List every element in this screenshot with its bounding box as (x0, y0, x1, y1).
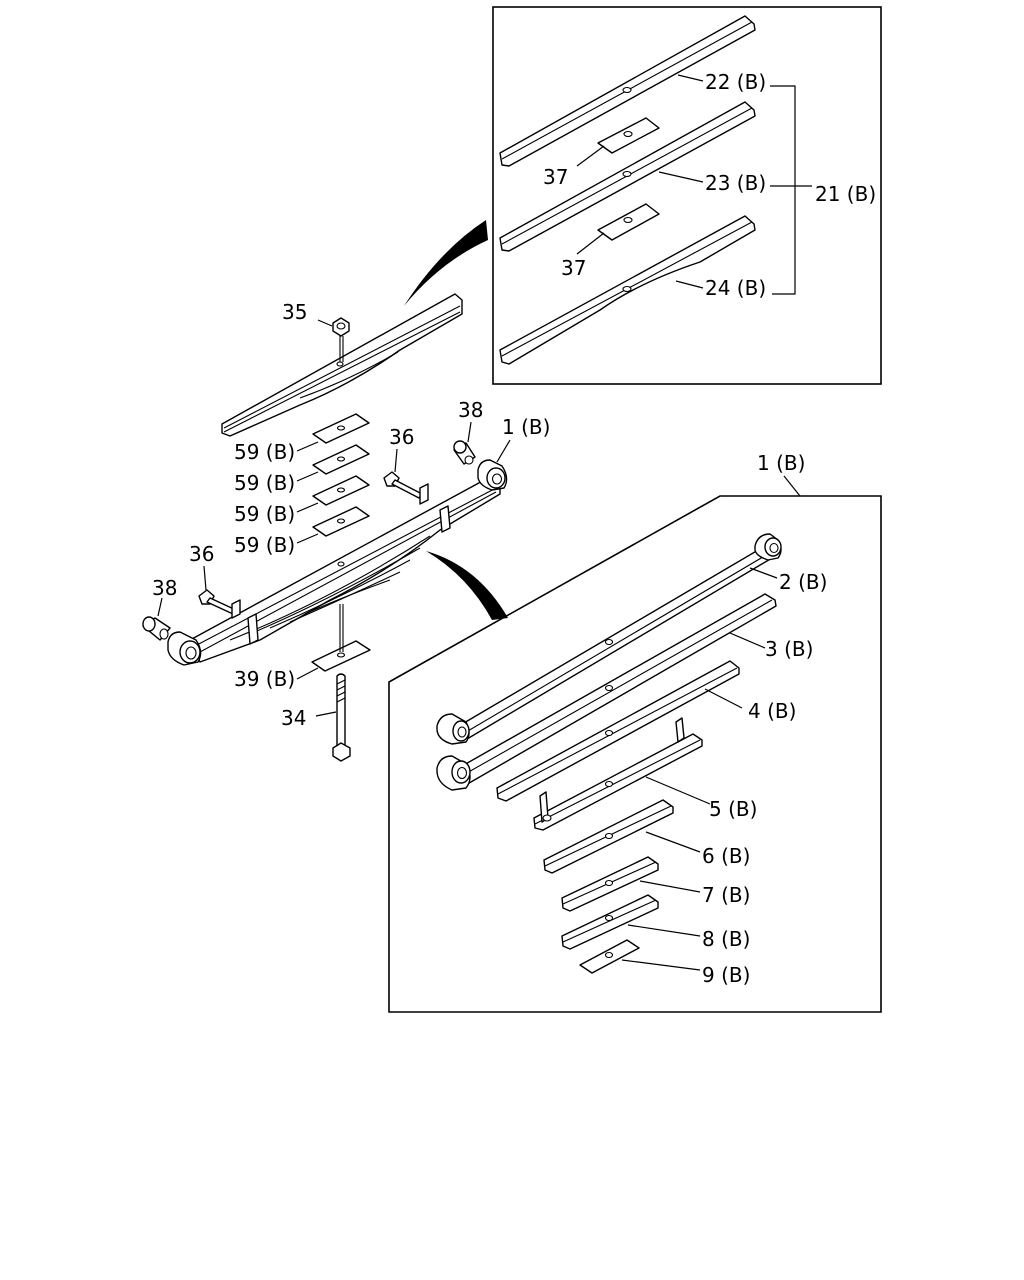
label-9: 9 (B) (702, 963, 750, 987)
spacer-59-4 (312, 506, 370, 537)
leader-36-front (203, 565, 207, 591)
leaf-6 (543, 799, 674, 874)
bolt-36-front (198, 589, 241, 619)
leader-59-2 (296, 471, 319, 482)
label-5: 5 (B) (709, 797, 757, 821)
bolt-36-rear (383, 471, 429, 505)
bushing-38-front (142, 616, 171, 641)
helper-leaf-23 (499, 101, 756, 252)
label-7: 7 (B) (702, 883, 750, 907)
label-59-2: 59 (B) (234, 471, 295, 495)
liner-37-upper (597, 117, 660, 154)
leader-23 (658, 171, 704, 183)
leader-59-4 (296, 533, 319, 544)
leader-7 (639, 880, 701, 893)
label-24: 24 (B) (705, 276, 766, 300)
leader-35 (317, 319, 333, 327)
label-59-1: 59 (B) (234, 440, 295, 464)
nut-35 (332, 317, 350, 362)
label-36-front: 36 (189, 542, 214, 566)
leaf-7 (561, 856, 659, 912)
leader-59-1 (296, 441, 319, 452)
label-1-inset: 1 (B) (757, 451, 805, 475)
pointer-arrow-helper (404, 220, 488, 306)
leaf-4 (496, 660, 740, 802)
label-37-lower: 37 (561, 256, 586, 280)
leaf-5 (533, 717, 703, 831)
label-38-rear: 38 (458, 398, 483, 422)
leader-59-3 (296, 502, 319, 513)
spacer-39 (311, 640, 371, 672)
leader-39 (296, 667, 319, 680)
pointer-arrow-main (426, 551, 508, 620)
leader-34 (315, 711, 337, 717)
helper-leaf-22 (499, 15, 756, 167)
leader-1-left (496, 439, 511, 463)
label-37-upper: 37 (543, 165, 568, 189)
bracket-21 (770, 85, 812, 295)
spacer-59-2 (312, 444, 370, 475)
spring-eye-rear (477, 459, 508, 491)
leader-3 (729, 632, 766, 649)
label-59-4: 59 (B) (234, 533, 295, 557)
leader-5 (645, 776, 711, 805)
leaf-3 (436, 593, 777, 791)
label-35: 35 (282, 300, 307, 324)
leader-2 (749, 567, 778, 579)
leader-22 (677, 74, 704, 82)
label-38-front: 38 (152, 576, 177, 600)
main-spring-inset-frame (388, 495, 882, 1013)
label-21: 21 (B) (815, 182, 876, 206)
label-22: 22 (B) (705, 70, 766, 94)
label-8: 8 (B) (702, 927, 750, 951)
label-39: 39 (B) (234, 667, 295, 691)
label-6: 6 (B) (702, 844, 750, 868)
leader-38-rear (467, 421, 472, 443)
label-2: 2 (B) (779, 570, 827, 594)
center-bolt-shaft-upper (339, 604, 344, 652)
leader-24 (675, 280, 704, 289)
rebound-clip-rear (439, 505, 451, 533)
leader-37-upper (576, 145, 605, 167)
leader-1-inset (783, 475, 801, 497)
leader-37-lower (576, 232, 605, 255)
rebound-clip-front (247, 613, 259, 645)
label-34: 34 (281, 706, 306, 730)
helper-spring-assembly (221, 293, 463, 437)
leader-6 (645, 831, 701, 853)
leaf-2 (436, 533, 782, 745)
spring-eye-front (167, 631, 202, 666)
leaf-9 (579, 939, 640, 974)
label-23: 23 (B) (705, 171, 766, 195)
leader-8 (627, 924, 701, 937)
bushing-38-rear (453, 440, 476, 465)
liner-37-lower (597, 203, 660, 241)
spacer-59-3 (312, 475, 370, 506)
label-4: 4 (B) (748, 699, 796, 723)
leader-36-rear (394, 448, 398, 473)
label-36-rear: 36 (389, 425, 414, 449)
label-59-3: 59 (B) (234, 502, 295, 526)
center-bolt-34 (332, 673, 351, 762)
leader-9 (621, 959, 701, 971)
leaf-8 (561, 894, 659, 950)
leader-38-front (157, 597, 163, 617)
helper-leaf-24 (499, 215, 756, 365)
label-3: 3 (B) (765, 637, 813, 661)
helper-spring-inset-frame (492, 6, 882, 385)
label-1-left: 1 (B) (502, 415, 550, 439)
leader-4 (704, 688, 743, 709)
spacer-59-1 (312, 413, 370, 444)
